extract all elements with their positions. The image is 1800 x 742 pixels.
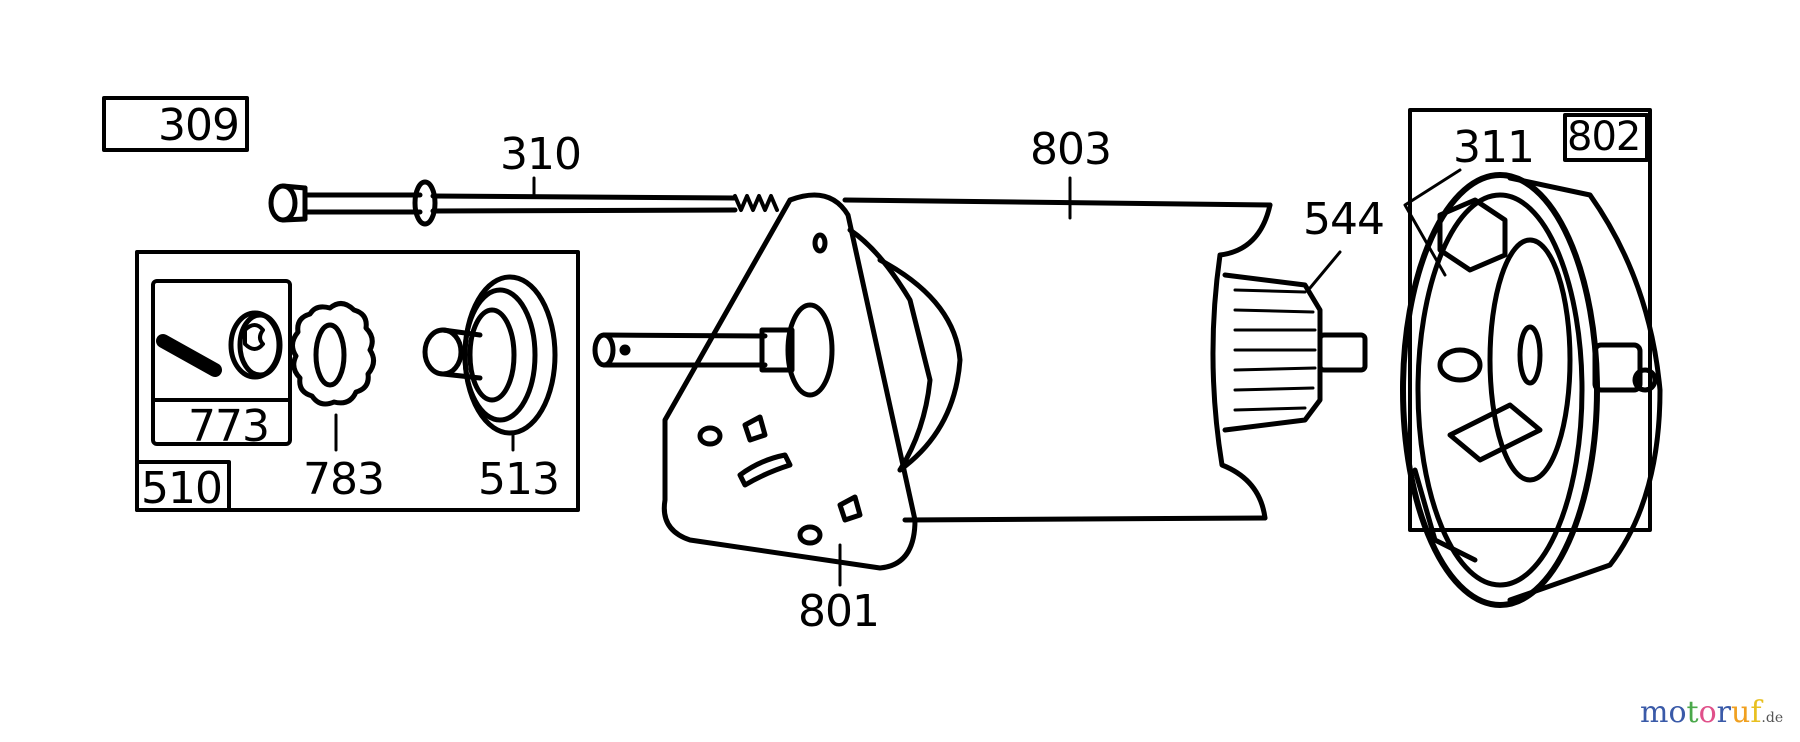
pin-and-retainer-773 xyxy=(156,310,283,380)
part-label-310: 310 xyxy=(500,129,582,180)
part-label-783: 783 xyxy=(303,454,385,505)
pinion-gear-783 xyxy=(290,301,376,452)
part-label-510: 510 xyxy=(141,463,223,514)
wm-letter: f xyxy=(1750,695,1762,730)
part-label-309: 309 xyxy=(158,100,240,151)
armature-shaft xyxy=(592,302,835,398)
kit-box-773 xyxy=(151,279,292,446)
part-label-803: 803 xyxy=(1030,124,1112,175)
kit-box-510 xyxy=(135,250,580,512)
label-box-309 xyxy=(102,96,249,152)
label-box-802 xyxy=(1563,113,1649,162)
end-cap-802 xyxy=(1400,168,1663,608)
through-bolt-310 xyxy=(268,176,779,227)
wm-letter: r xyxy=(1716,695,1731,730)
drive-end-bracket-801 xyxy=(661,192,933,587)
part-label-802: 802 xyxy=(1567,114,1641,160)
label-box-510 xyxy=(135,460,231,512)
part-label-801: 801 xyxy=(798,586,880,637)
wm-letter: o xyxy=(1698,695,1717,730)
part-label-513: 513 xyxy=(478,454,560,505)
watermark-logo: motoruf.de xyxy=(1640,698,1783,728)
wm-letter: u xyxy=(1730,695,1751,730)
wm-letter: m xyxy=(1640,695,1669,730)
wm-letter: o xyxy=(1668,695,1687,730)
part-label-311: 311 xyxy=(1453,122,1535,173)
drive-assembly-513 xyxy=(422,274,558,452)
part-label-773: 773 xyxy=(188,401,270,452)
frame-housing-803 xyxy=(842,176,1273,523)
wm-letter: t xyxy=(1686,695,1699,730)
box-802 xyxy=(1408,108,1652,532)
wm-tld: .de xyxy=(1761,710,1784,726)
part-label-544: 544 xyxy=(1303,194,1385,245)
commutator-end-544 xyxy=(1222,250,1368,433)
